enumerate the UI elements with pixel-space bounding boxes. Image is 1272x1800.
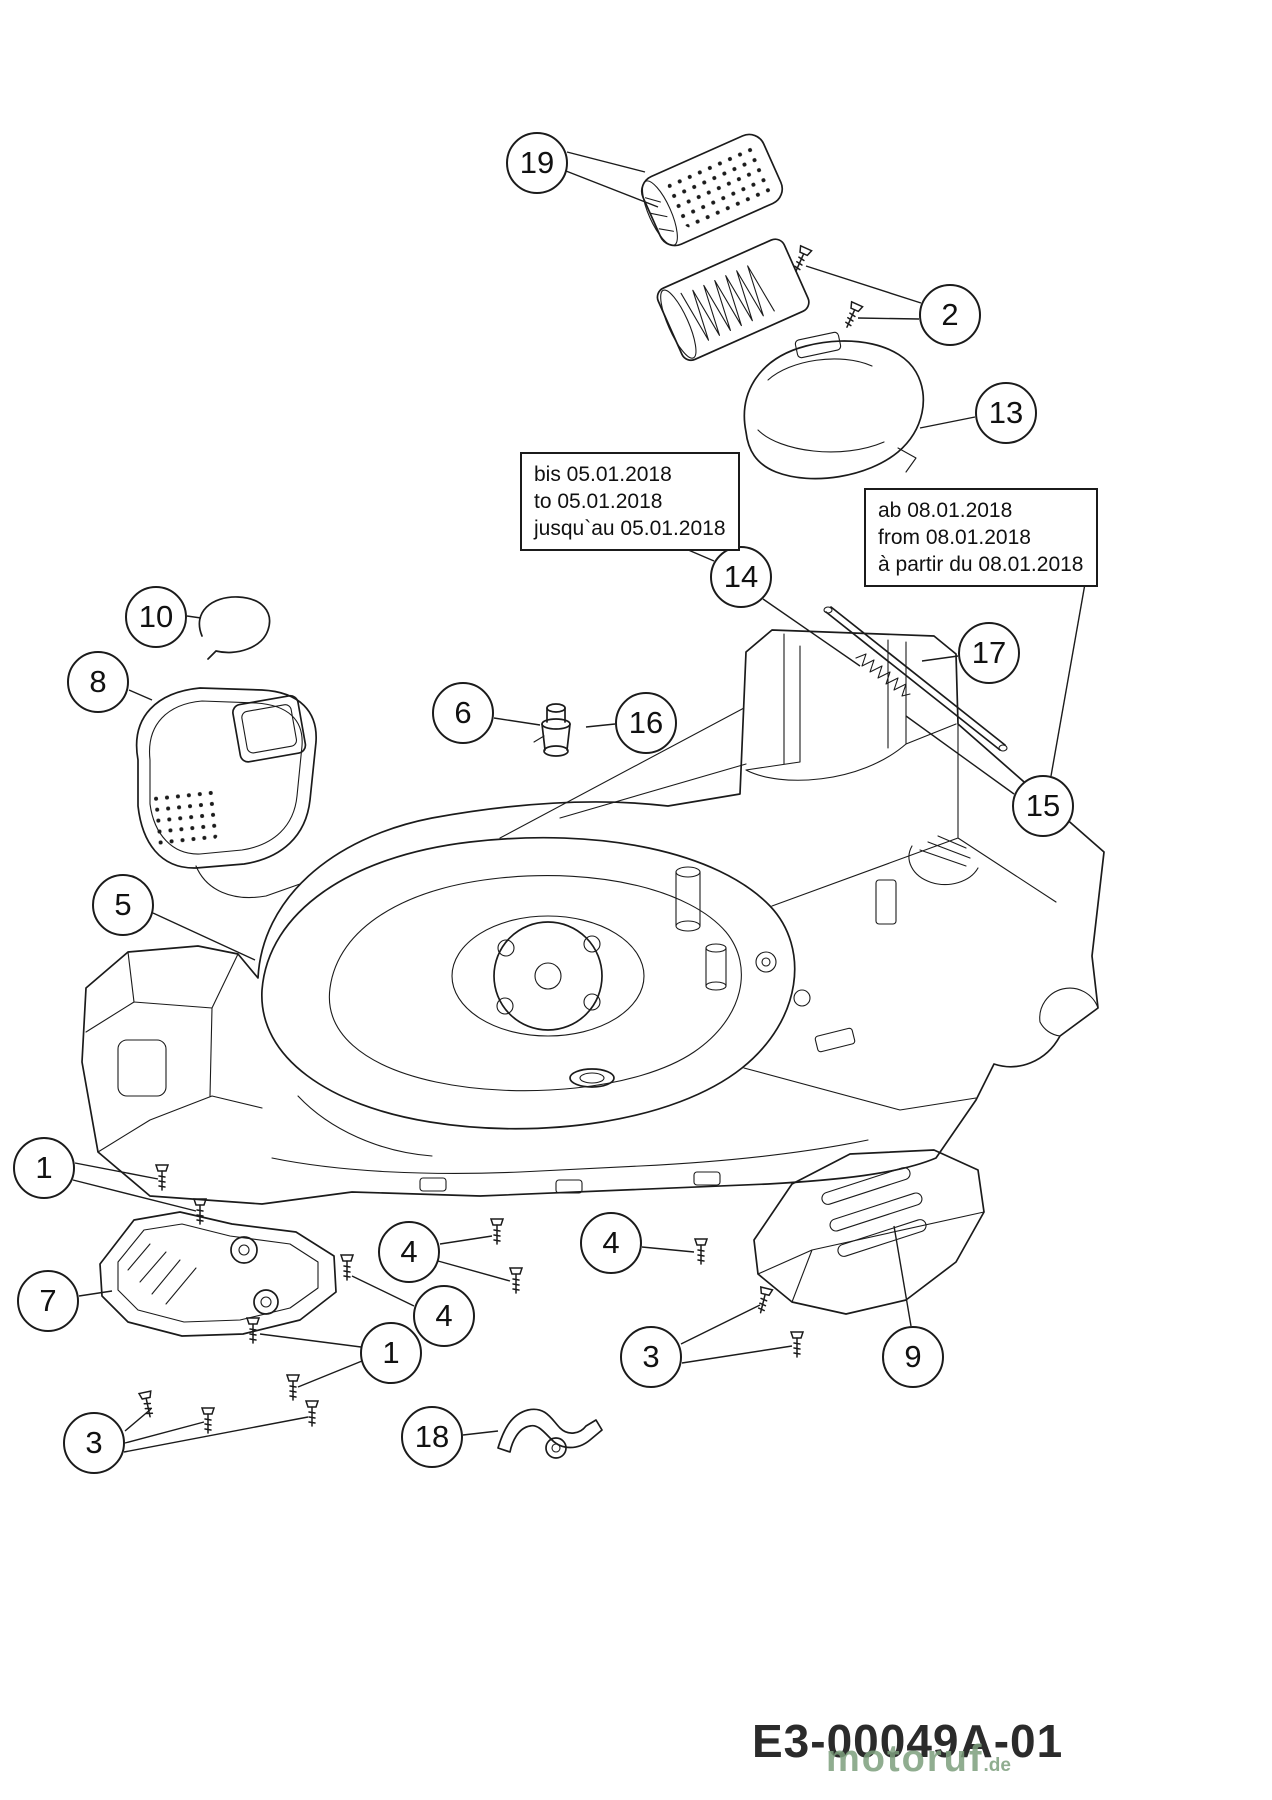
callout-label: 1 bbox=[382, 1335, 400, 1370]
callout-1-mid: 1 bbox=[360, 1322, 422, 1384]
part-18-bracket bbox=[497, 1408, 603, 1459]
callout-label: 1 bbox=[35, 1150, 53, 1185]
callout-label: 5 bbox=[114, 887, 132, 922]
callout-label: 4 bbox=[435, 1298, 453, 1333]
note-line: to 05.01.2018 bbox=[534, 490, 663, 513]
note-line: jusqu`au 05.01.2018 bbox=[534, 517, 726, 540]
part-7-baffle-plate bbox=[99, 1211, 337, 1337]
callout-7: 7 bbox=[17, 1270, 79, 1332]
callout-2: 2 bbox=[919, 284, 981, 346]
validity-note-from: ab 08.01.2018 from 08.01.2018 à partir d… bbox=[864, 488, 1098, 587]
note-line: from 08.01.2018 bbox=[878, 526, 1031, 549]
callout-4-c: 4 bbox=[580, 1212, 642, 1274]
part-19-perforated-tube bbox=[640, 133, 784, 247]
callout-13: 13 bbox=[975, 382, 1037, 444]
callout-3-right: 3 bbox=[620, 1326, 682, 1388]
callout-label: 9 bbox=[904, 1339, 922, 1374]
part-8-side-cover bbox=[135, 687, 317, 899]
watermark-motoruf: motoruf.de bbox=[826, 1738, 1011, 1781]
callout-label: 7 bbox=[39, 1283, 57, 1318]
callout-14: 14 bbox=[710, 546, 772, 608]
callout-label: 16 bbox=[628, 705, 664, 740]
callout-label: 14 bbox=[723, 559, 759, 594]
callout-8: 8 bbox=[67, 651, 129, 713]
part-9-skid-plate bbox=[753, 1149, 985, 1315]
callout-19: 19 bbox=[506, 132, 568, 194]
part-15-spring bbox=[855, 653, 911, 697]
chute-insert-spring bbox=[656, 238, 810, 362]
callout-18: 18 bbox=[401, 1406, 463, 1468]
callout-label: 10 bbox=[138, 599, 174, 634]
callout-label: 3 bbox=[642, 1339, 660, 1374]
watermark-tld: .de bbox=[983, 1755, 1011, 1776]
validity-note-until: bis 05.01.2018 to 05.01.2018 jusqu`au 05… bbox=[520, 452, 740, 551]
callout-label: 19 bbox=[519, 145, 555, 180]
part-5-deck-housing bbox=[81, 629, 1105, 1205]
callout-label: 6 bbox=[454, 695, 472, 730]
callout-label: 3 bbox=[85, 1425, 103, 1460]
part-13-housing bbox=[743, 331, 925, 480]
callout-9: 9 bbox=[882, 1326, 944, 1388]
note-line: bis 05.01.2018 bbox=[534, 463, 672, 486]
callout-4-a: 4 bbox=[378, 1221, 440, 1283]
callout-label: 4 bbox=[602, 1225, 620, 1260]
callout-15: 15 bbox=[1012, 775, 1074, 837]
part-10-cable-ring bbox=[198, 596, 271, 660]
callout-1-left: 1 bbox=[13, 1137, 75, 1199]
callout-10: 10 bbox=[125, 586, 187, 648]
note-line: à partir du 08.01.2018 bbox=[878, 553, 1084, 576]
callout-label: 8 bbox=[89, 664, 107, 699]
callout-label: 4 bbox=[400, 1234, 418, 1269]
callout-5: 5 bbox=[92, 874, 154, 936]
callout-label: 17 bbox=[971, 635, 1007, 670]
callout-3-left: 3 bbox=[63, 1412, 125, 1474]
note-line: ab 08.01.2018 bbox=[878, 499, 1013, 522]
callout-label: 15 bbox=[1025, 788, 1061, 823]
watermark-text: motoruf bbox=[826, 1738, 984, 1780]
diagram-part-code: E3-00049A-01 bbox=[752, 1715, 1064, 1767]
callout-label: 13 bbox=[988, 395, 1024, 430]
part-6-primer bbox=[533, 703, 571, 757]
callout-4-b: 4 bbox=[413, 1285, 475, 1347]
part-17-rod bbox=[823, 606, 1008, 752]
callout-6: 6 bbox=[432, 682, 494, 744]
callout-17: 17 bbox=[958, 622, 1020, 684]
callout-16: 16 bbox=[615, 692, 677, 754]
callout-label: 18 bbox=[414, 1419, 450, 1454]
callout-label: 2 bbox=[941, 297, 959, 332]
